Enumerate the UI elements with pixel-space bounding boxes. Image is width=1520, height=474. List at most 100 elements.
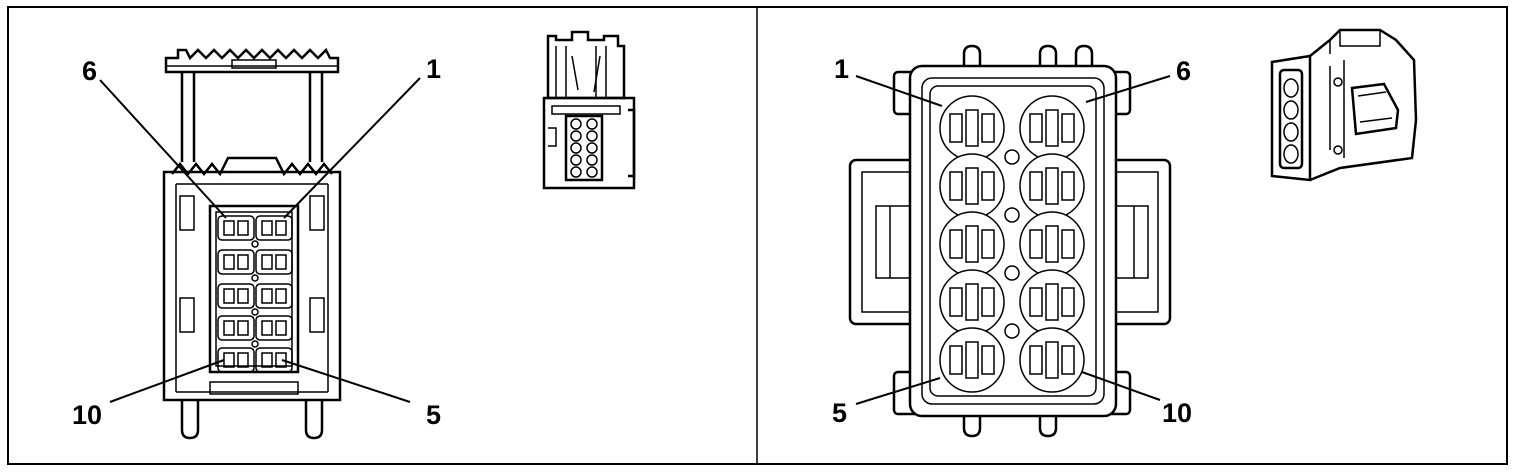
keying-dot [1004, 265, 1020, 281]
terminal-slot [275, 254, 287, 270]
terminal-cavity [255, 347, 293, 373]
terminal-slot [1045, 109, 1059, 147]
right-isometric-thumbnail [1270, 28, 1418, 182]
keying-dot [1004, 323, 1020, 339]
terminal-cavity [217, 283, 255, 309]
terminal-slot [275, 352, 287, 368]
terminal-slot [1061, 345, 1075, 375]
terminal-slot [261, 254, 273, 270]
left-isometric-thumbnail [542, 30, 636, 190]
terminal-slot [1045, 283, 1059, 321]
terminal-slot [223, 352, 235, 368]
terminal-slot [981, 113, 995, 143]
keying-dot [1004, 207, 1020, 223]
terminal-slot [1045, 167, 1059, 205]
terminal-slot [261, 220, 273, 236]
right-terminal-cavities [939, 95, 1085, 393]
terminal-cavity [255, 249, 293, 275]
terminal-slot [223, 288, 235, 304]
terminal-slot [261, 352, 273, 368]
thumbnail-cavity [586, 154, 598, 166]
terminal-slot [1045, 341, 1059, 379]
terminal-slot [1029, 229, 1043, 259]
left-pin-labels: 6 1 10 5 [72, 54, 441, 430]
left-thumbnail-cavities [570, 118, 598, 178]
left-pin-label-1: 1 [426, 54, 441, 84]
terminal-slot [261, 288, 273, 304]
terminal-slot [949, 171, 963, 201]
keying-dot [251, 274, 259, 282]
left-pin-label-10: 10 [72, 400, 102, 430]
keying-dot [251, 340, 259, 348]
terminal-slot [965, 167, 979, 205]
terminal-cavity [255, 215, 293, 241]
right-pin-label-10: 10 [1162, 398, 1192, 428]
right-pin-label-1: 1 [834, 54, 849, 84]
terminal-slot [1029, 171, 1043, 201]
terminal-slot [275, 220, 287, 236]
terminal-slot [261, 320, 273, 336]
terminal-cavity [217, 249, 255, 275]
terminal-slot [965, 283, 979, 321]
terminal-slot [275, 320, 287, 336]
terminal-cavity [255, 283, 293, 309]
terminal-slot [981, 287, 995, 317]
thumbnail-cavity [1283, 122, 1299, 142]
left-pin-label-6: 6 [82, 56, 97, 86]
terminal-slot [949, 287, 963, 317]
thumbnail-cavity [570, 118, 582, 130]
right-pin-label-5: 5 [832, 398, 847, 428]
terminal-slot [1029, 113, 1043, 143]
terminal-slot [223, 320, 235, 336]
terminal-slot [949, 345, 963, 375]
left-terminal-cavities [217, 215, 293, 373]
left-pin-label-5: 5 [426, 400, 441, 430]
terminal-slot [237, 352, 249, 368]
terminal-cavity [1019, 327, 1085, 393]
terminal-cavity [217, 215, 255, 241]
thumbnail-cavity [1283, 144, 1299, 164]
thumbnail-cavity [1283, 78, 1299, 98]
keying-dot [1004, 149, 1020, 165]
terminal-slot [965, 341, 979, 379]
terminal-slot [237, 254, 249, 270]
terminal-slot [223, 254, 235, 270]
terminal-slot [237, 320, 249, 336]
terminal-cavity [255, 315, 293, 341]
right-pin-label-6: 6 [1176, 56, 1191, 86]
thumbnail-cavity [1283, 100, 1299, 120]
thumbnail-cavity [586, 166, 598, 178]
terminal-slot [965, 225, 979, 263]
thumbnail-cavity [570, 166, 582, 178]
right-connector-view [848, 44, 1172, 438]
terminal-slot [1061, 171, 1075, 201]
terminal-slot [1061, 287, 1075, 317]
terminal-slot [1045, 225, 1059, 263]
terminal-slot [1029, 287, 1043, 317]
terminal-slot [981, 171, 995, 201]
thumbnail-cavity [570, 130, 582, 142]
terminal-slot [275, 288, 287, 304]
terminal-slot [1061, 229, 1075, 259]
terminal-slot [981, 345, 995, 375]
thumbnail-cavity [586, 118, 598, 130]
terminal-slot [1029, 345, 1043, 375]
terminal-slot [949, 113, 963, 143]
thumbnail-cavity [570, 142, 582, 154]
terminal-slot [1061, 113, 1075, 143]
right-thumbnail-cavities [1283, 78, 1299, 164]
terminal-slot [965, 109, 979, 147]
thumbnail-cavity [586, 142, 598, 154]
terminal-slot [223, 220, 235, 236]
terminal-slot [237, 220, 249, 236]
keying-dot [251, 240, 259, 248]
terminal-slot [237, 288, 249, 304]
right-pin-labels: 1 6 5 10 [832, 54, 1192, 428]
terminal-cavity [217, 315, 255, 341]
thumbnail-cavity [586, 130, 598, 142]
left-connector-view [162, 47, 342, 440]
terminal-slot [949, 229, 963, 259]
thumbnail-cavity [570, 154, 582, 166]
terminal-cavity [939, 327, 1005, 393]
